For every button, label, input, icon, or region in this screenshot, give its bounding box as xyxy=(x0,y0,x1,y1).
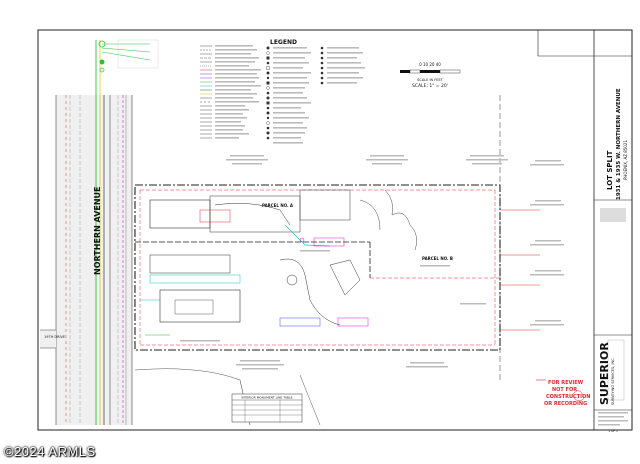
bottom-curb-line xyxy=(134,368,251,426)
svg-text:0 10 20 40: 0 10 20 40 xyxy=(419,62,441,67)
scale-label: SCALE IN FEET xyxy=(417,78,444,82)
legend-block: LEGEND xyxy=(200,39,365,144)
parcel-b-label: PARCEL NO. B xyxy=(422,256,453,261)
utility-leader-cluster xyxy=(98,39,159,73)
sheet-title-line-3: PHOENIX, AZ 85021 xyxy=(623,140,628,180)
scale-bar: 0 10 20 40 SCALE IN FEET SCALE: 1" = 20' xyxy=(400,62,461,89)
title-block xyxy=(594,199,632,426)
review-stamp-line-2: NOT FOR xyxy=(552,387,577,393)
sheet-border xyxy=(37,29,633,431)
cross-street xyxy=(40,329,56,349)
watermark: ©2024 ARMLS xyxy=(4,444,96,459)
parcel-a-improvements xyxy=(149,189,417,251)
monument-line-table xyxy=(231,393,303,423)
review-stamp-line-1: FOR REVIEW xyxy=(548,380,584,386)
sheet-title-line-1: LOT SPLIT xyxy=(606,150,614,190)
parcel-a-label: PARCEL NO. A xyxy=(262,203,294,208)
adjacent-parcel-notes xyxy=(180,155,564,370)
neighbor-lot-markers xyxy=(500,209,540,331)
table-title: INTERIOR MONUMENT LINE TABLE xyxy=(241,396,292,400)
review-stamp-line-3: CONSTRUCTION xyxy=(546,394,590,400)
street-right-of-way xyxy=(55,95,133,425)
firm-name: SUPERIOR xyxy=(598,342,611,405)
sheet-number: 1 OF 1 xyxy=(608,429,618,433)
street-name-label: NORTHERN AVENUE xyxy=(93,186,102,275)
legend-title: LEGEND xyxy=(270,39,297,46)
sheet-title-line-2: 1931 & 1935 W. NORTHERN AVENUE xyxy=(616,88,622,200)
firm-subtitle: SURVEYING SERVICES, INC. xyxy=(611,357,615,405)
cross-street-label: 19TH DRIVE xyxy=(44,335,65,339)
parcel-b-improvements xyxy=(140,254,369,336)
property-boundary xyxy=(134,95,501,380)
scale-text: SCALE: 1" = 20' xyxy=(412,83,448,89)
review-stamp-line-4: OR RECORDING xyxy=(544,401,587,407)
review-stamp: FOR REVIEW NOT FOR CONSTRUCTION OR RECOR… xyxy=(536,379,590,407)
